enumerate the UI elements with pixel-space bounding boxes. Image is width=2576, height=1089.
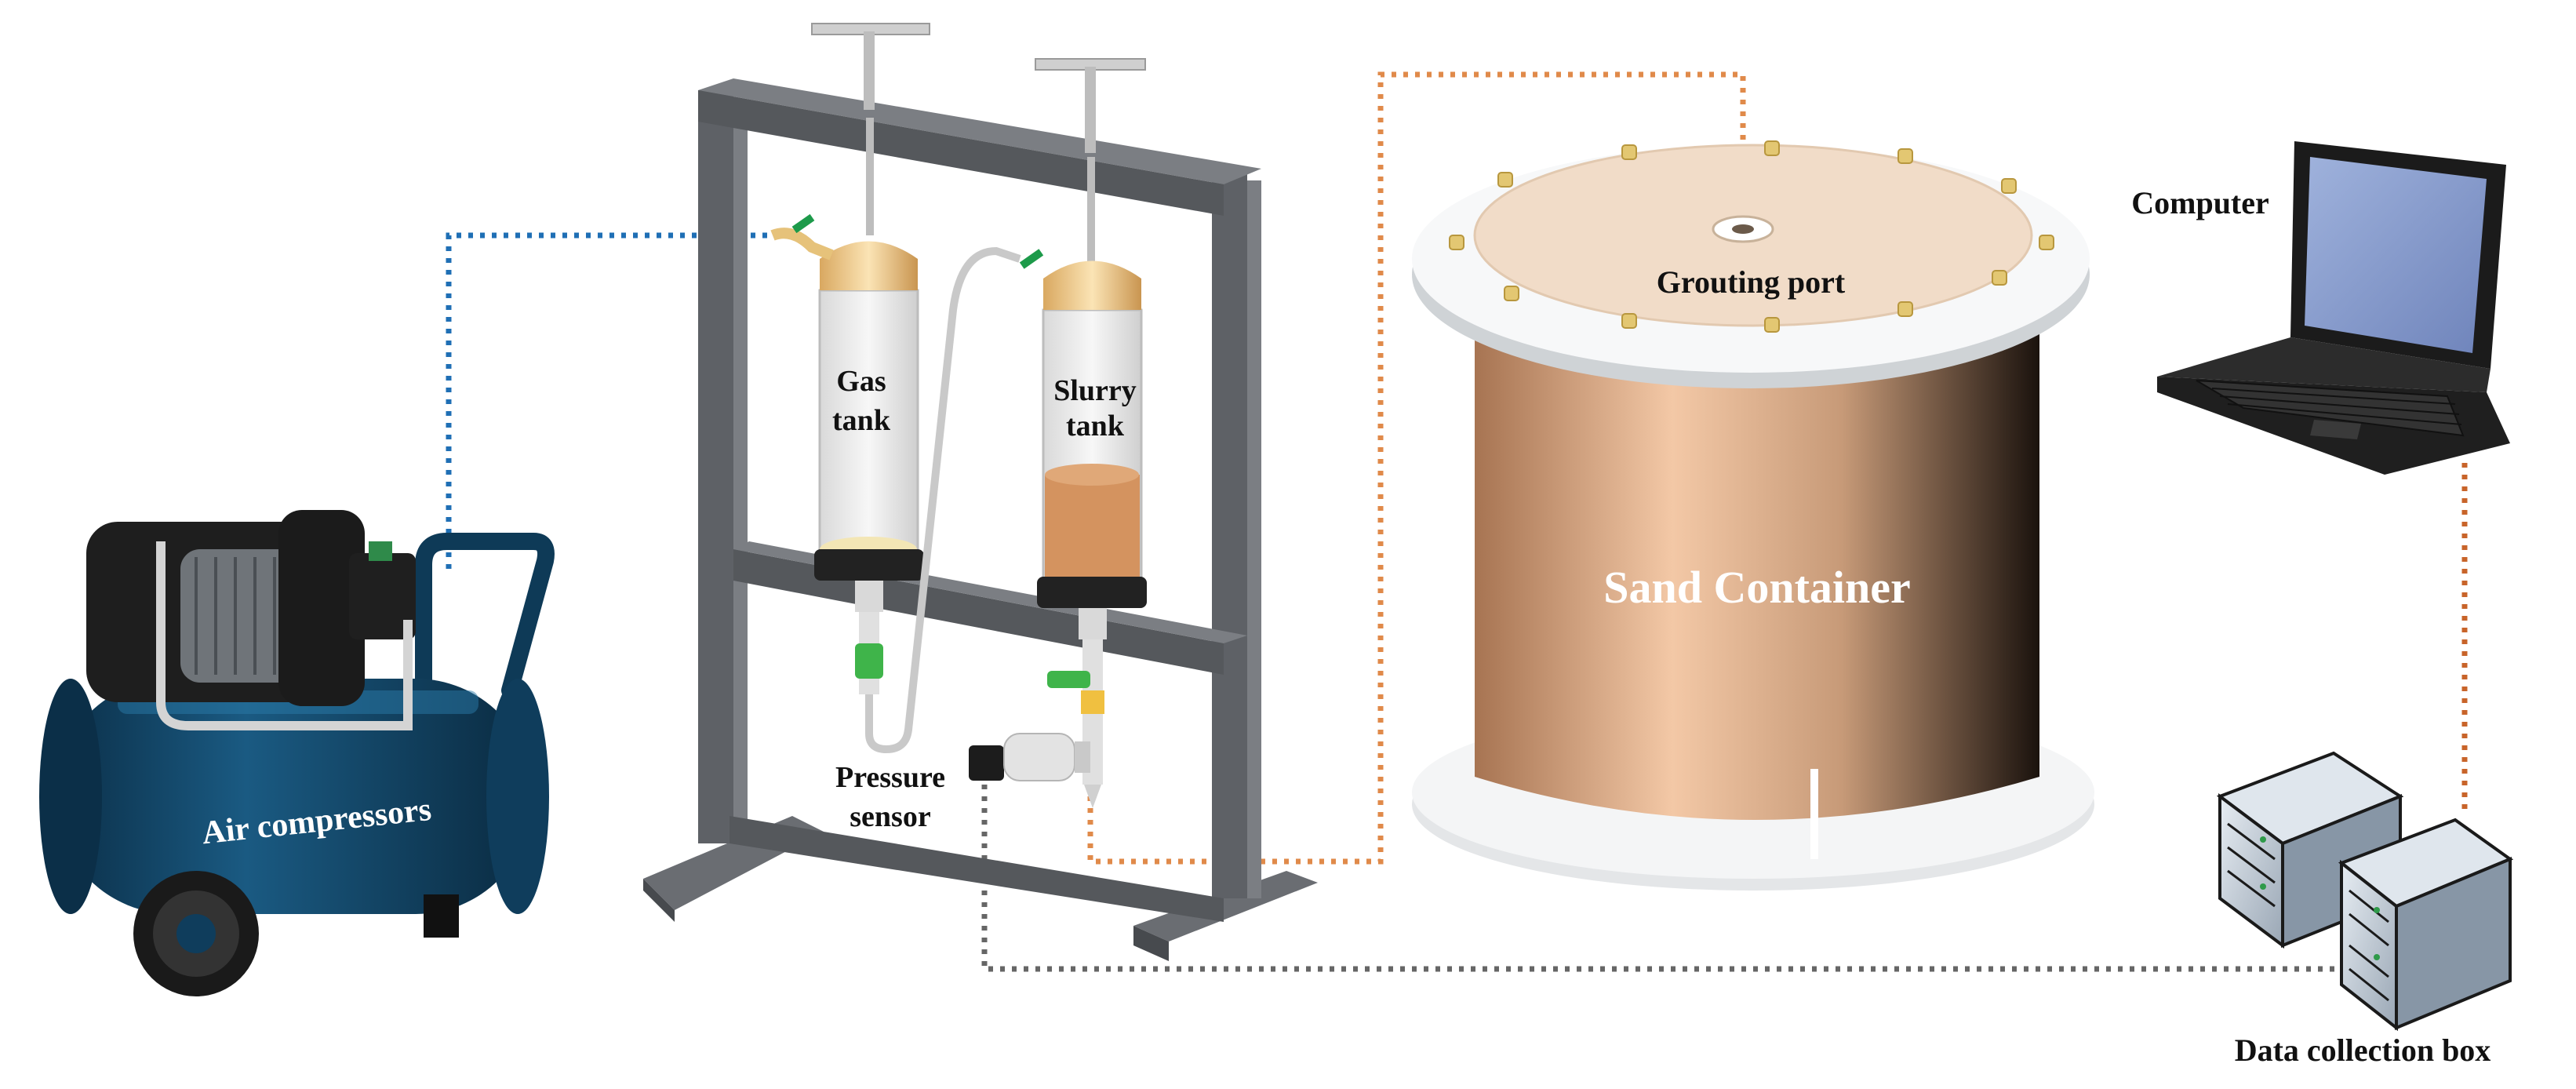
sand-container-label: Sand Container — [1603, 562, 1911, 613]
slurry-tank — [1019, 249, 1147, 808]
laptop-computer — [2157, 141, 2510, 475]
computer-label: Computer — [2131, 185, 2269, 220]
slurry-tank-to-grouting-port-line — [1087, 71, 1746, 865]
compressor-to-gas-tank-line — [446, 232, 773, 569]
data-collection-box — [2216, 751, 2514, 1032]
grouting-port-label: Grouting port — [1657, 264, 1846, 300]
gas-tank-label-line2: tank — [832, 404, 891, 437]
pressure-sensor-label-line1: Pressure — [835, 761, 945, 794]
tank-connecting-pipe — [865, 246, 1021, 754]
support-frame — [643, 78, 1318, 961]
slurry-tank-label-line2: tank — [1066, 410, 1125, 443]
gas-tank-t-handle — [811, 23, 930, 235]
air-compressor — [39, 510, 555, 996]
sand-container — [1412, 140, 2094, 891]
pressure-sensor-label-line2: sensor — [850, 800, 931, 833]
data-collection-box-label: Data collection box — [2235, 1033, 2491, 1068]
gas-tank-label-line1: Gas — [836, 365, 886, 398]
pressure-sensor — [969, 733, 1090, 781]
gas-tank — [770, 213, 924, 694]
slurry-tank-t-handle — [1035, 58, 1146, 275]
slurry-tank-label-line1: Slurry — [1053, 374, 1137, 407]
